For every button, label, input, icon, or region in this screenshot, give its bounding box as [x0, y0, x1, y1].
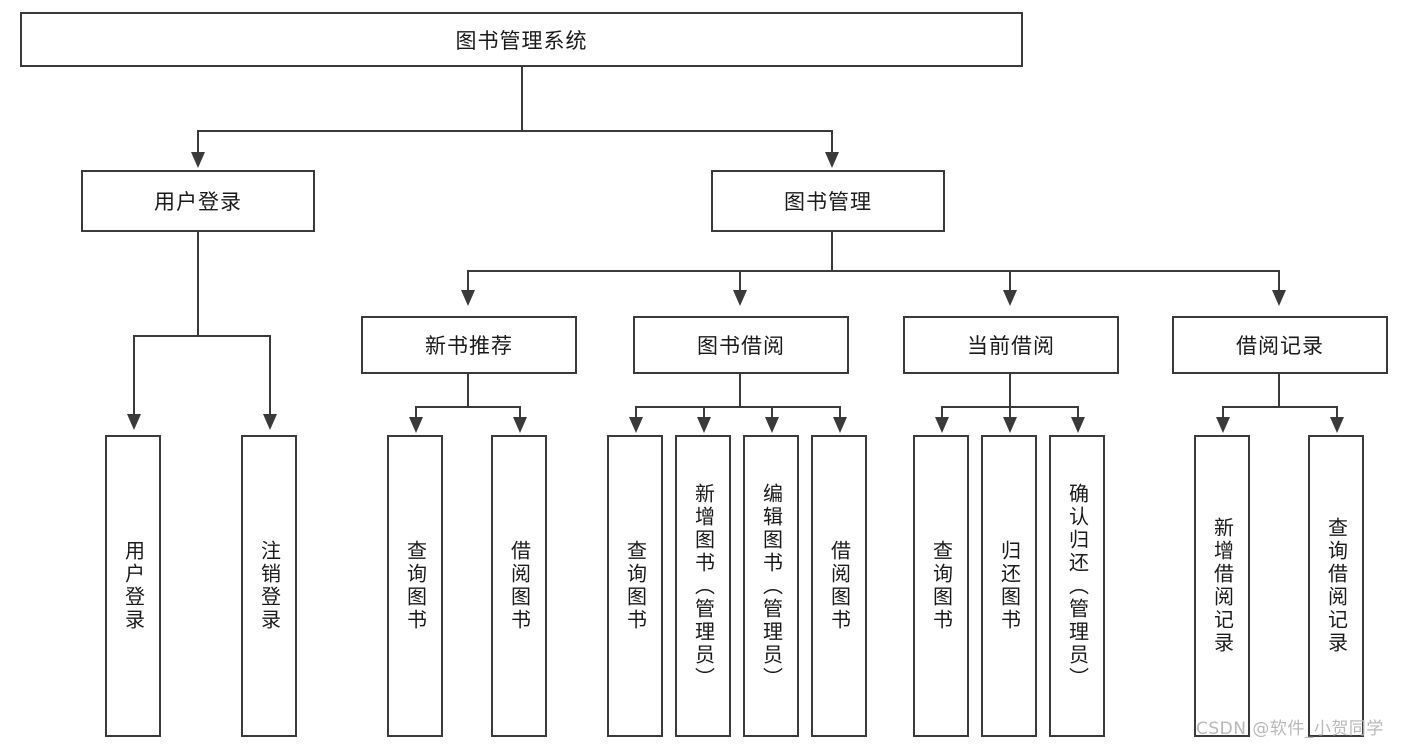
connector-user-login-leaf1	[133, 335, 135, 419]
arrowhead-current-borrow-leaf3	[1071, 417, 1085, 433]
connector-borrow-record-leaf1	[1222, 406, 1224, 420]
node-book-management[interactable]: 图书管理	[711, 170, 945, 232]
node-label: 查询借阅记录	[1324, 517, 1349, 655]
arrowhead-root-to-user-login	[191, 152, 205, 168]
arrowhead-book-borrow-leaf3	[765, 417, 779, 433]
node-label: 借阅图书	[507, 540, 532, 632]
leaf-current-borrow-return[interactable]: 归还图书	[981, 435, 1037, 737]
arrowhead-book-borrow-leaf2	[697, 417, 711, 433]
arrowhead-borrow-record-leaf1	[1216, 417, 1230, 433]
arrowhead-user-login-leaf2	[263, 414, 277, 430]
arrowhead-new-book-leaf1	[409, 417, 423, 433]
node-label: 用户登录	[154, 190, 242, 214]
connector-book-mgmt-to-borrow-book	[739, 270, 741, 294]
leaf-borrow-record-add[interactable]: 新增借阅记录	[1194, 435, 1250, 737]
node-label: 当前借阅	[967, 334, 1055, 358]
node-label: 图书管理	[784, 190, 872, 214]
arrowhead-user-login-leaf1	[127, 414, 141, 430]
connector-current-borrow-leaf3	[1077, 406, 1079, 420]
arrowhead-book-mgmt-to-new-book	[461, 290, 475, 306]
node-root-system[interactable]: 图书管理系统	[20, 12, 1023, 67]
arrowhead-borrow-record-leaf2	[1330, 417, 1344, 433]
leaf-book-borrow-edit[interactable]: 编辑图书（管理员）	[743, 435, 799, 737]
leaf-book-borrow-borrow[interactable]: 借阅图书	[811, 435, 867, 737]
node-label: 查询图书	[623, 540, 648, 632]
node-label: 新增借阅记录	[1210, 517, 1235, 655]
connector-book-borrow-leaf2	[703, 406, 705, 420]
arrowhead-current-borrow-leaf2	[1003, 417, 1017, 433]
node-label: 借阅图书	[827, 540, 852, 632]
connector-borrow-record-bar	[1222, 406, 1336, 408]
arrowhead-book-mgmt-to-borrow-record	[1272, 290, 1286, 306]
connector-current-borrow-leaf2	[1009, 406, 1011, 420]
leaf-user-login-login[interactable]: 用户登录	[105, 435, 161, 737]
node-label: 归还图书	[997, 540, 1022, 632]
leaf-new-book-borrow[interactable]: 借阅图书	[491, 435, 547, 737]
node-book-borrow[interactable]: 图书借阅	[633, 316, 849, 374]
leaf-new-book-query[interactable]: 查询图书	[387, 435, 443, 737]
connector-book-mgmt-to-current-borrow	[1009, 270, 1011, 294]
node-label: 编辑图书（管理员）	[759, 482, 784, 690]
connector-book-mgmt-stem	[831, 232, 833, 270]
node-label: 用户登录	[121, 540, 146, 632]
node-label: 注销登录	[257, 540, 282, 632]
node-user-login[interactable]: 用户登录	[81, 170, 315, 232]
arrowhead-book-mgmt-to-borrow-book	[733, 290, 747, 306]
connector-user-login-stem	[197, 232, 199, 335]
connector-book-mgmt-to-new-book	[467, 270, 469, 294]
connector-book-borrow-leaf4	[839, 406, 841, 420]
connector-book-borrow-stem	[739, 374, 741, 406]
arrowhead-new-book-leaf2	[513, 417, 527, 433]
connector-root-stem	[521, 67, 523, 130]
node-label: 图书借阅	[697, 334, 785, 358]
node-label: 查询图书	[929, 540, 954, 632]
connector-root-to-book-mgmt	[831, 130, 833, 158]
arrowhead-book-borrow-leaf4	[833, 417, 847, 433]
node-label: 确认归还（管理员）	[1065, 482, 1090, 690]
connector-book-borrow-leaf3	[771, 406, 773, 420]
arrowhead-book-borrow-leaf1	[629, 417, 643, 433]
leaf-book-borrow-add[interactable]: 新增图书（管理员）	[675, 435, 731, 737]
connector-current-borrow-stem	[1009, 374, 1011, 406]
leaf-current-borrow-confirm[interactable]: 确认归还（管理员）	[1049, 435, 1105, 737]
node-label: 新书推荐	[425, 334, 513, 358]
connector-user-login-bar	[133, 335, 271, 337]
arrowhead-root-to-book-mgmt	[825, 152, 839, 168]
leaf-user-login-logout[interactable]: 注销登录	[241, 435, 297, 737]
connector-book-mgmt-bar	[467, 270, 1280, 272]
leaf-book-borrow-query[interactable]: 查询图书	[607, 435, 663, 737]
connector-root-bar	[197, 130, 833, 132]
connector-new-book-stem	[467, 374, 469, 406]
node-label: 查询图书	[403, 540, 428, 632]
connector-new-book-bar	[415, 406, 521, 408]
arrowhead-book-mgmt-to-current-borrow	[1003, 290, 1017, 306]
connector-book-borrow-bar	[635, 406, 841, 408]
leaf-borrow-record-query[interactable]: 查询借阅记录	[1308, 435, 1364, 737]
node-new-book-recommend[interactable]: 新书推荐	[361, 316, 577, 374]
connector-borrow-record-stem	[1278, 374, 1280, 406]
connector-user-login-leaf2	[269, 335, 271, 419]
watermark: CSDN @软件_小贺同学	[1196, 719, 1384, 739]
connector-current-borrow-leaf1	[941, 406, 943, 420]
connector-book-mgmt-to-borrow-record	[1278, 270, 1280, 294]
arrowhead-current-borrow-leaf1	[935, 417, 949, 433]
connector-root-to-user-login	[197, 130, 199, 158]
leaf-current-borrow-query[interactable]: 查询图书	[913, 435, 969, 737]
node-label: 图书管理系统	[455, 28, 588, 53]
node-label: 借阅记录	[1236, 334, 1324, 358]
node-borrow-record[interactable]: 借阅记录	[1172, 316, 1388, 374]
node-current-borrow[interactable]: 当前借阅	[903, 316, 1119, 374]
connector-new-book-leaf1	[415, 406, 417, 420]
node-label: 新增图书（管理员）	[691, 482, 716, 690]
connector-book-borrow-leaf1	[635, 406, 637, 420]
connector-borrow-record-leaf2	[1336, 406, 1338, 420]
connector-new-book-leaf2	[519, 406, 521, 420]
